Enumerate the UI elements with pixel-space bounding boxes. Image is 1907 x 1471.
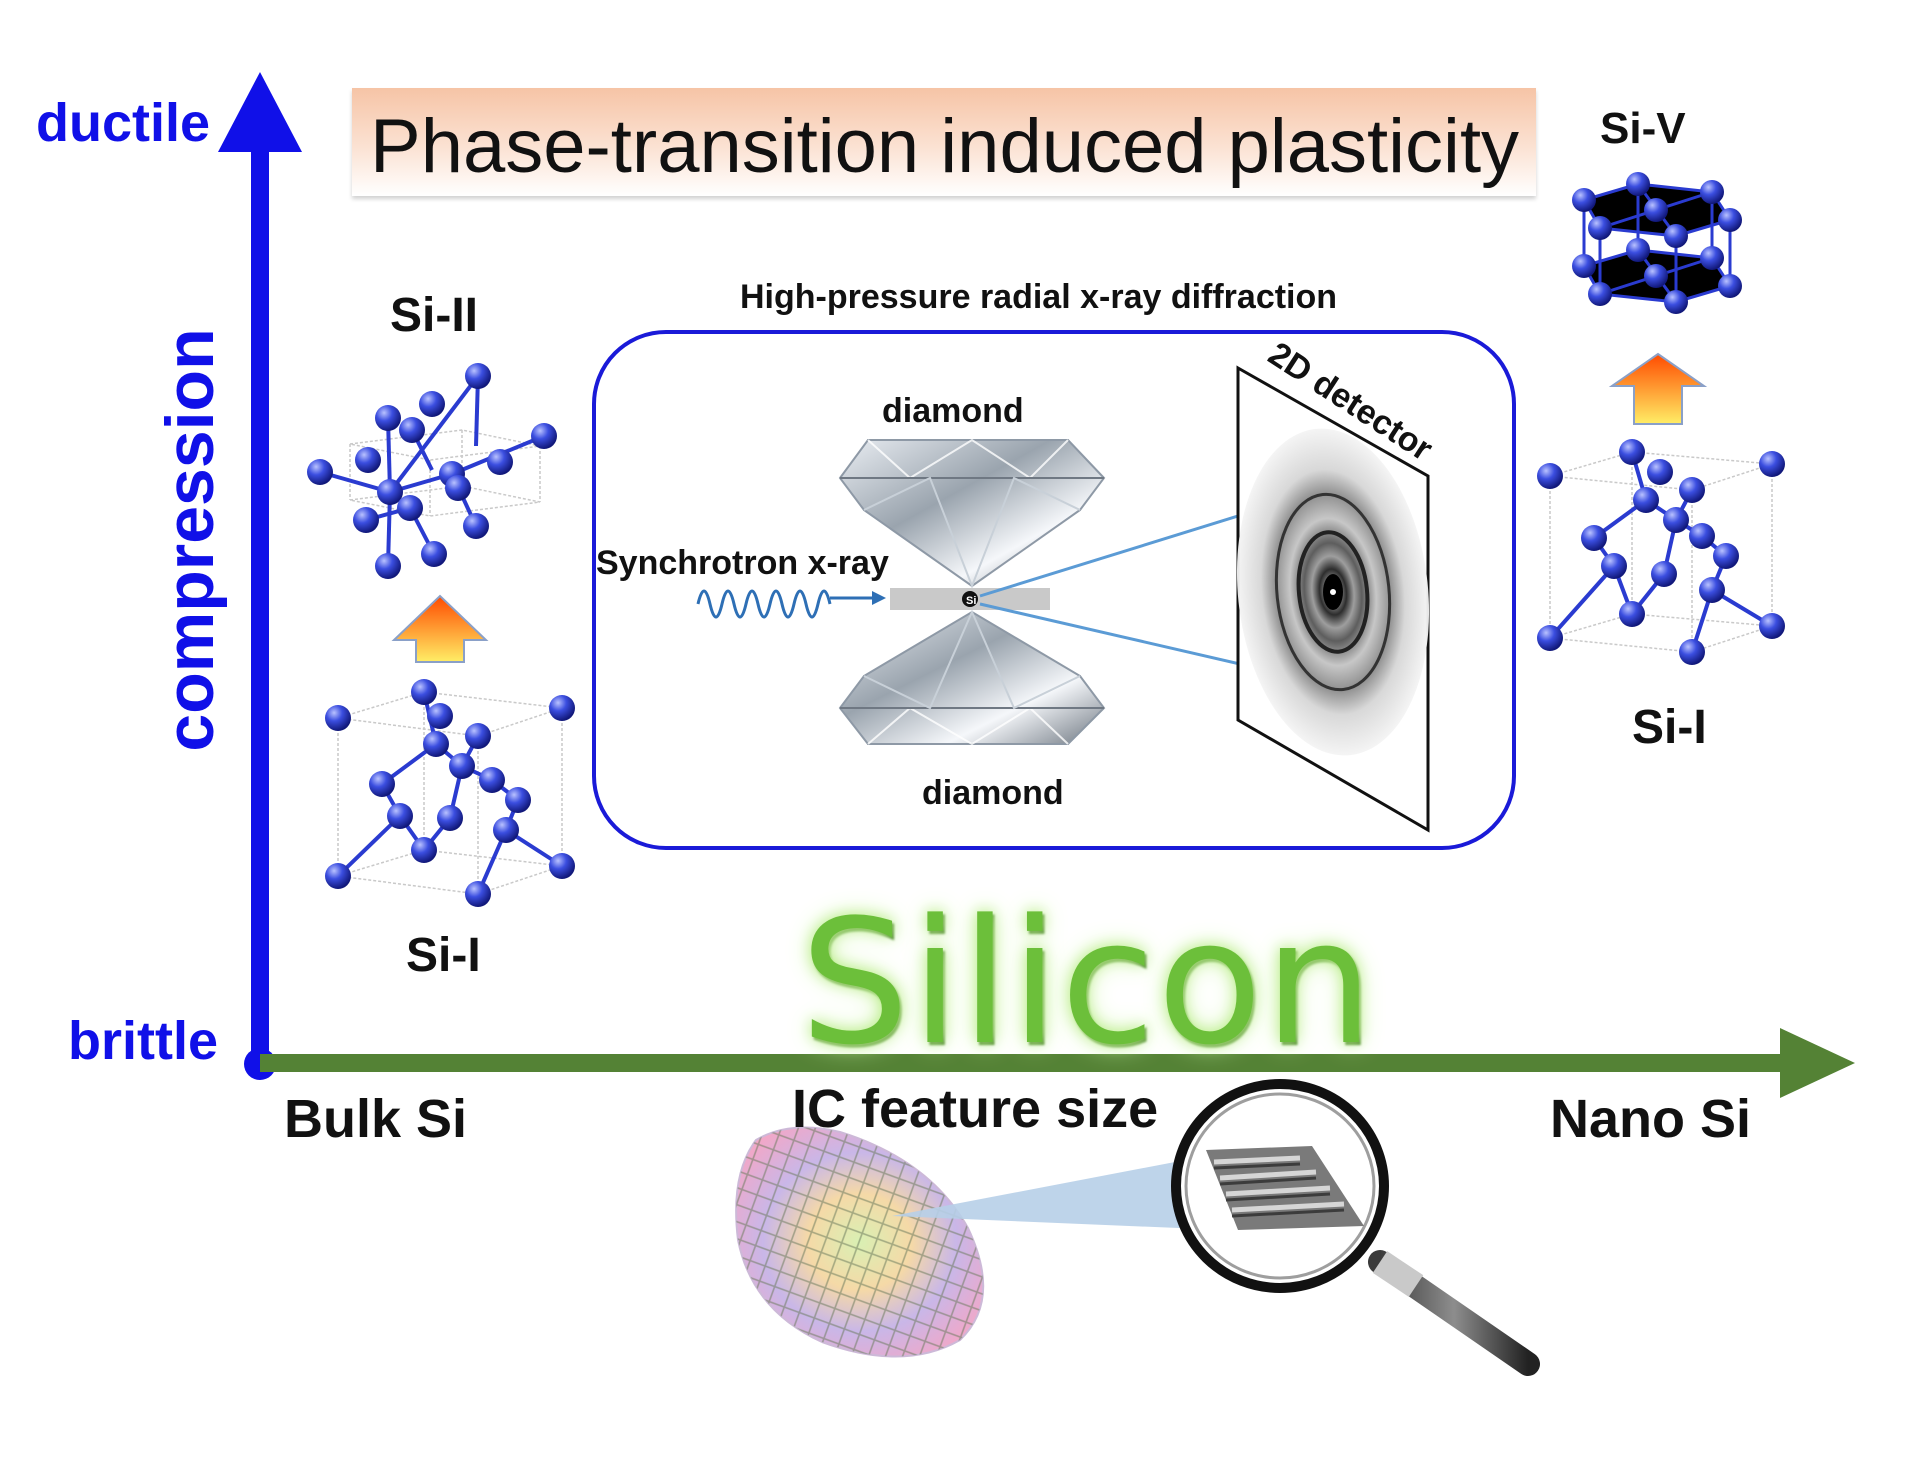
sample-icon — [962, 591, 978, 607]
diamond-top-icon — [838, 438, 1106, 589]
up-arrow-left-icon — [391, 594, 489, 663]
x-axis — [260, 1028, 1855, 1098]
xray-wave-icon — [696, 589, 832, 619]
diamond-bottom-icon — [838, 609, 1106, 746]
crystal-si-i-left — [325, 679, 575, 907]
detector-icon — [1236, 365, 1430, 833]
up-arrow-right-icon — [1608, 352, 1708, 425]
y-axis-arrowhead — [218, 72, 302, 152]
y-axis-label-wrap: compression — [130, 300, 250, 780]
diamond-top-label: diamond — [882, 392, 1024, 430]
x-axis-left-label: Bulk Si — [284, 1089, 468, 1149]
xray-source-label: Synchrotron x-ray — [596, 544, 889, 582]
sem-image-icon — [1206, 1146, 1364, 1230]
x-axis-line — [260, 1054, 1790, 1072]
silicon-heading: Silicon — [800, 882, 1376, 1083]
page-title: Phase-transition induced plasticity — [370, 104, 1520, 189]
si-v-label-right: Si-V — [1600, 104, 1686, 153]
crystal-si-i-right — [1537, 439, 1785, 665]
experiment-caption: High-pressure radial x-ray diffraction — [740, 278, 1338, 316]
y-axis-label: compression — [152, 328, 228, 752]
y-axis-line — [251, 150, 269, 1064]
x-axis-right-label: Nano Si — [1550, 1089, 1752, 1149]
x-axis-label: IC feature size — [792, 1079, 1159, 1139]
crystal-si-ii-left — [307, 363, 557, 579]
sample-label: Si — [966, 595, 976, 607]
xray-arrowhead — [872, 591, 886, 605]
crystal-si-v-right — [1572, 172, 1742, 314]
y-axis-top-label: ductile — [36, 93, 211, 153]
wafer-icon — [735, 1126, 985, 1358]
si-ii-label-left: Si-II — [390, 289, 479, 342]
y-axis-bottom-label: brittle — [68, 1011, 219, 1071]
si-i-label-left: Si-I — [406, 929, 481, 982]
diamond-bottom-label: diamond — [922, 774, 1064, 812]
si-i-label-right: Si-I — [1632, 701, 1707, 754]
x-axis-arrowhead — [1780, 1028, 1855, 1098]
title-banner — [352, 88, 1536, 196]
magnifier-beam — [892, 1158, 1226, 1230]
magnifier-icon — [1171, 1079, 1540, 1376]
experiment-box — [592, 330, 1516, 850]
